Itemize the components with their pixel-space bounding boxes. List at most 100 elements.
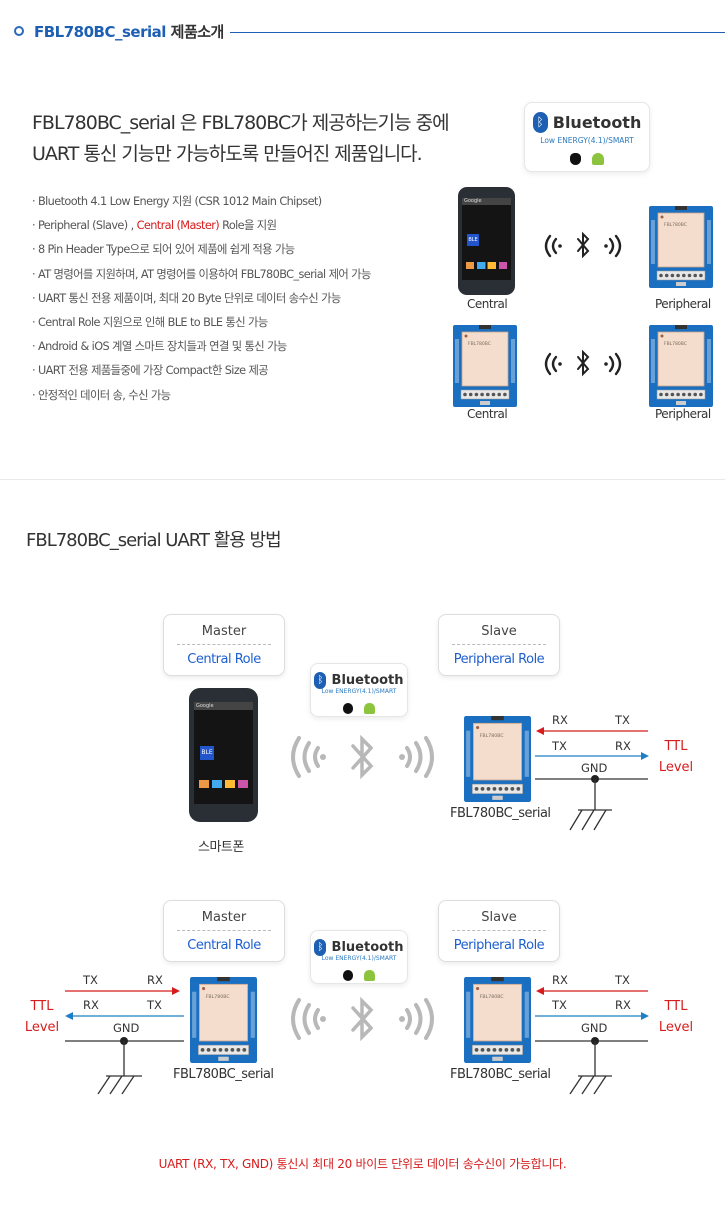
central-role-label: Central Role [187, 652, 261, 667]
peripheral-role-label: Peripheral Role [453, 652, 545, 667]
header-divider [230, 32, 725, 33]
feature-item: · UART 통신 전용 제품이며, 최대 20 Byte 단위로 데이터 송수… [32, 291, 341, 305]
smartphone-search-bar: Google [194, 702, 253, 710]
tx-label: TX [147, 998, 162, 1012]
central-role-label: Central Role [187, 938, 261, 953]
level-label: Level [24, 1020, 60, 1035]
fbl780bc-module-image: FBL780BC [190, 977, 257, 1063]
gnd-label: GND [113, 1021, 140, 1035]
bluetooth-badge: ᛒ Bluetooth Low ENERGY(4.1)/SMART [310, 663, 408, 717]
android-icon [592, 152, 605, 165]
master-role-card: Master Central Role [163, 614, 285, 676]
rx-label: RX [615, 998, 631, 1012]
ble-app-icon: BLE [200, 746, 214, 760]
top-central-label-1: Central [467, 297, 508, 311]
bluetooth-logo-icon: ᛒ [314, 939, 327, 956]
fbl780bc-module-image: FBL780BC [649, 325, 713, 407]
android-icon [363, 703, 375, 714]
ttl-level-label: TTL Level [656, 736, 696, 778]
smartphone-screen: Google BLE [194, 702, 253, 804]
role-card-divider [452, 644, 546, 645]
tx-label: TX [552, 739, 567, 753]
page-title-product: FBL780BC_serial [34, 23, 166, 41]
role-card-divider [452, 930, 546, 931]
master-label: Master [201, 910, 247, 925]
page-title: FBL780BC_serial 제품소개 [34, 21, 224, 42]
tx-label: TX [552, 998, 567, 1012]
feature-list: · Bluetooth 4.1 Low Energy 지원 (CSR 1012 … [32, 190, 371, 408]
fbl780bc-module-image: FBL780BC [649, 206, 713, 288]
smartphone-screen: Google BLE [462, 198, 511, 280]
rx-label: RX [552, 973, 568, 987]
smartphone-image: Google BLE [458, 187, 515, 295]
apple-icon [569, 152, 581, 165]
ble-app-icon: BLE [467, 234, 479, 246]
feature-item: · Bluetooth 4.1 Low Energy 지원 (CSR 1012 … [32, 195, 322, 208]
uart-wiring-right [535, 727, 649, 831]
bluetooth-logo-icon: ᛒ [532, 112, 548, 133]
fbl780bc-module-image: FBL780BC [464, 977, 531, 1063]
svg-text:FBL780BC: FBL780BC [206, 994, 231, 1000]
gnd-label: GND [581, 1021, 608, 1035]
intro-line-1: FBL780BC_serial 은 FBL780BC가 제공하는기능 중에 [32, 112, 450, 134]
intro-line-2: UART 통신 기능만 가능하도록 만들어진 제품입니다. [32, 143, 423, 165]
master-label: Master [201, 624, 247, 639]
feature-item: · AT 명령어를 지원하며, AT 명령어를 이용하여 FBL780BC_se… [32, 267, 371, 281]
slave-role-card: Slave Peripheral Role [438, 614, 560, 676]
slave-label: Slave [481, 910, 517, 925]
ttl-level-label: TTL Level [656, 996, 696, 1038]
wireless-signal-icon [544, 349, 622, 377]
bluetooth-subtitle: Low ENERGY(4.1)/SMART [321, 955, 397, 962]
slave-label: Slave [481, 624, 517, 639]
android-icon [363, 970, 375, 981]
feature-item: · 8 Pin Header Type으로 되어 있어 제품에 쉽게 적용 가능 [32, 243, 295, 257]
footer-note: UART (RX, TX, GND) 통신시 최대 20 바이트 단위로 데이터… [158, 1157, 567, 1171]
master-role-card: Master Central Role [163, 900, 285, 962]
bluetooth-badge: ᛒ Bluetooth Low ENERGY(4.1)/SMART [310, 930, 408, 984]
header-bullet-icon [14, 26, 24, 36]
level-label: Level [658, 1020, 694, 1035]
section-title-uart-usage: FBL780BC_serial UART 활용 방법 [26, 530, 282, 551]
uart-wiring-left [65, 987, 184, 1095]
feature-item-pre: · Peripheral (Slave) , [32, 219, 137, 233]
svg-text:FBL780BC: FBL780BC [480, 733, 505, 739]
fbl780bc-module-image: FBL780BC [464, 716, 531, 802]
level-label: Level [658, 760, 694, 775]
section-divider [0, 479, 725, 480]
fbl780bc-module-image: FBL780BC [453, 325, 517, 407]
app-icons-row [199, 780, 248, 788]
peripheral-role-label: Peripheral Role [453, 938, 545, 953]
top-peripheral-label-2: Peripheral [655, 407, 711, 421]
wireless-signal-icon [291, 996, 434, 1042]
module-label: FBL780BC_serial [450, 806, 551, 821]
feature-item: · Android & iOS 계열 스마트 장치들과 연결 및 통신 가능 [32, 340, 287, 354]
rx-label: RX [147, 973, 163, 987]
page-title-suffix: 제품소개 [170, 23, 225, 41]
intro-text: FBL780BC_serial 은 FBL780BC가 제공하는기능 중에 UA… [32, 108, 450, 170]
apple-icon [343, 970, 354, 981]
gnd-label: GND [581, 761, 608, 775]
rx-label: RX [83, 998, 99, 1012]
svg-text:FBL780BC: FBL780BC [664, 222, 687, 228]
ttl-label: TTL [664, 999, 688, 1014]
smartphone-label: 스마트폰 [198, 840, 244, 855]
bluetooth-badge: ᛒ Bluetooth Low ENERGY(4.1)/SMART [524, 102, 650, 172]
bluetooth-subtitle: Low ENERGY(4.1)/SMART [321, 688, 397, 695]
module-label: FBL780BC_serial [173, 1067, 274, 1082]
ttl-label: TTL [30, 999, 54, 1014]
svg-text:FBL780BC: FBL780BC [468, 341, 491, 347]
svg-text:FBL780BC: FBL780BC [664, 341, 687, 347]
feature-item: · Peripheral (Slave) , Central (Master) … [32, 214, 371, 238]
top-peripheral-label-1: Peripheral [655, 297, 711, 311]
ttl-label: TTL [664, 739, 688, 754]
feature-item-post: Role을 지원 [219, 219, 277, 233]
bluetooth-name: Bluetooth [331, 940, 404, 955]
feature-item: · 안정적인 데이터 송, 수신 가능 [32, 388, 171, 402]
smartphone-search-bar: Google [462, 198, 511, 205]
apple-icon [343, 703, 354, 714]
tx-label: TX [615, 973, 630, 987]
feature-item: · UART 전용 제품들중에 가장 Compact한 Size 제공 [32, 364, 269, 378]
wireless-signal-icon [544, 231, 622, 259]
bluetooth-name: Bluetooth [331, 673, 404, 688]
smartphone-image: Google BLE [189, 688, 258, 822]
